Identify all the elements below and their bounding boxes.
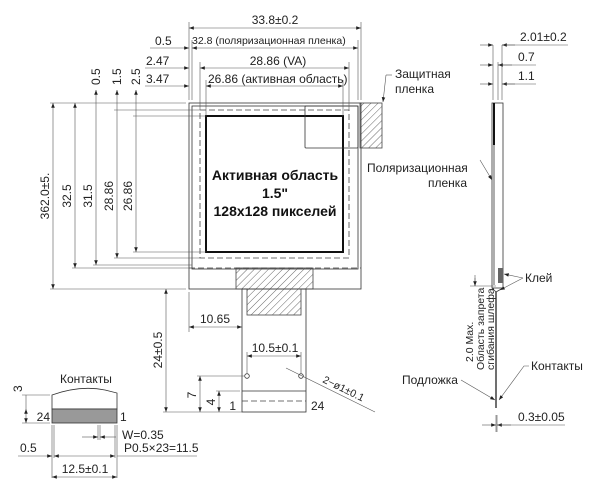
- drawing-rect: [235, 267, 314, 290]
- pin-1-label: 1: [229, 399, 236, 413]
- dimension-label: 1: [120, 410, 127, 424]
- drawing-line: [479, 159, 493, 181]
- drawing-path: [51, 387, 118, 410]
- dimension-label: 2−ø1±0.1: [321, 374, 366, 404]
- dimension-label: Защитная: [395, 67, 451, 81]
- dimension-label: P0.5×23=11.5: [124, 441, 199, 455]
- drawing-rect: [491, 102, 504, 289]
- dimension-label: пленка: [395, 82, 434, 96]
- dimension-label: 28.86: [102, 181, 116, 211]
- dimension-label: 362.0±5.: [38, 173, 52, 220]
- dimension-label: 0.7: [518, 50, 535, 64]
- dimension-label: 32.8 (поляризационная пленка): [192, 35, 346, 47]
- drawing-line: [460, 379, 496, 401]
- top-dimensions: 33.8±0.2 0.5 32.8 (поляризационная пленк…: [145, 13, 362, 116]
- dimension-label: 10.65: [200, 312, 230, 326]
- drawing-line: [499, 277, 524, 291]
- drawing-path: [381, 74, 387, 103]
- bend-zone-label-2: сгибания шлефа: [485, 288, 497, 370]
- dimension-label: 2.47: [146, 54, 170, 68]
- drawing-line: [285, 367, 376, 413]
- dimension-label: 0.5: [20, 441, 37, 455]
- drawing-path: [498, 365, 529, 401]
- diagonal-label: 1.5": [262, 185, 288, 201]
- dimension-label: 3.47: [146, 72, 170, 86]
- dimension-label: 7: [185, 391, 199, 398]
- resolution-label: 128x128 пикселей: [214, 203, 337, 219]
- bend-zone-line-2: сгибания шлефа: [485, 288, 497, 370]
- bend-zone-label-1: Область запрета: [475, 288, 487, 370]
- callouts: Защитная пленка Поляризационная пленка К…: [367, 67, 583, 401]
- contacts-detail: Контакты 24 1 3 W=0.35 0.5 P0.5×23=11.5 …: [11, 372, 199, 479]
- drawing-rect: [199, 109, 350, 259]
- dimension-label: 33.8±0.2: [252, 13, 299, 27]
- pin-24-label: 24: [311, 399, 325, 413]
- dimension-label: 24±0.5: [151, 331, 165, 368]
- dimension-label: 1.1: [518, 69, 535, 83]
- dimension-label: 2.01±0.2: [520, 30, 567, 44]
- dimension-label: 31.5: [81, 184, 95, 208]
- drawing-rect: [304, 105, 359, 149]
- dimension-label: 1.5: [110, 68, 124, 85]
- dimension-label: Контакты: [531, 359, 583, 373]
- dimension-label: 0.3±0.05: [518, 410, 565, 424]
- dimension-label: 28.86 (VA): [250, 54, 306, 68]
- dimension-label: W=0.35: [122, 428, 164, 442]
- drawing-circle: [244, 373, 250, 379]
- dimension-label: пленка: [428, 176, 467, 190]
- dimension-label: 4: [204, 398, 218, 405]
- active-area-label: Активная область: [212, 167, 339, 183]
- drawing-rect: [51, 408, 118, 424]
- bend-zone-line-1: Область запрета: [475, 288, 487, 370]
- dimension-label: Поляризационная: [367, 161, 468, 175]
- panel-front-view: Активная область 1.5" 128x128 пикселей: [188, 102, 383, 290]
- side-view: 2.01±0.2 0.7 1.1 0.3±0.05 2.0 Max. Облас…: [464, 30, 568, 432]
- active-area-frame: [205, 115, 344, 253]
- drawing-line: [503, 273, 524, 279]
- bend-max-label: 2.0 Max.: [464, 322, 476, 362]
- dimension-label: Клей: [525, 271, 552, 285]
- dimension-label: 26.86 (активная область): [208, 72, 348, 86]
- drawing-circle: [298, 373, 304, 379]
- dimension-label: 10.5±0.1: [252, 341, 299, 355]
- dimension-label: 0.5: [89, 68, 103, 85]
- dimension-label: 2.5: [129, 68, 143, 85]
- dimension-label: 24: [37, 410, 51, 424]
- protective-film: [359, 102, 383, 149]
- drawing-rect: [246, 288, 302, 316]
- dimension-label: 26.86: [121, 181, 135, 211]
- fpc-cable: 1 24: [229, 267, 325, 413]
- dimension-label: Контакты: [60, 372, 112, 386]
- dimension-label: 0.5: [155, 34, 172, 48]
- dimension-label: Подложка: [402, 373, 458, 387]
- dimension-label: 3: [11, 385, 25, 392]
- drawing-rect: [498, 268, 503, 283]
- left-dimensions: 362.0±5. 32.5 31.5 0.5 28.86 1.5 26.86 2…: [38, 68, 206, 290]
- dimension-label: 12.5±0.1: [62, 462, 109, 476]
- dimension-label: 32.5: [60, 184, 74, 208]
